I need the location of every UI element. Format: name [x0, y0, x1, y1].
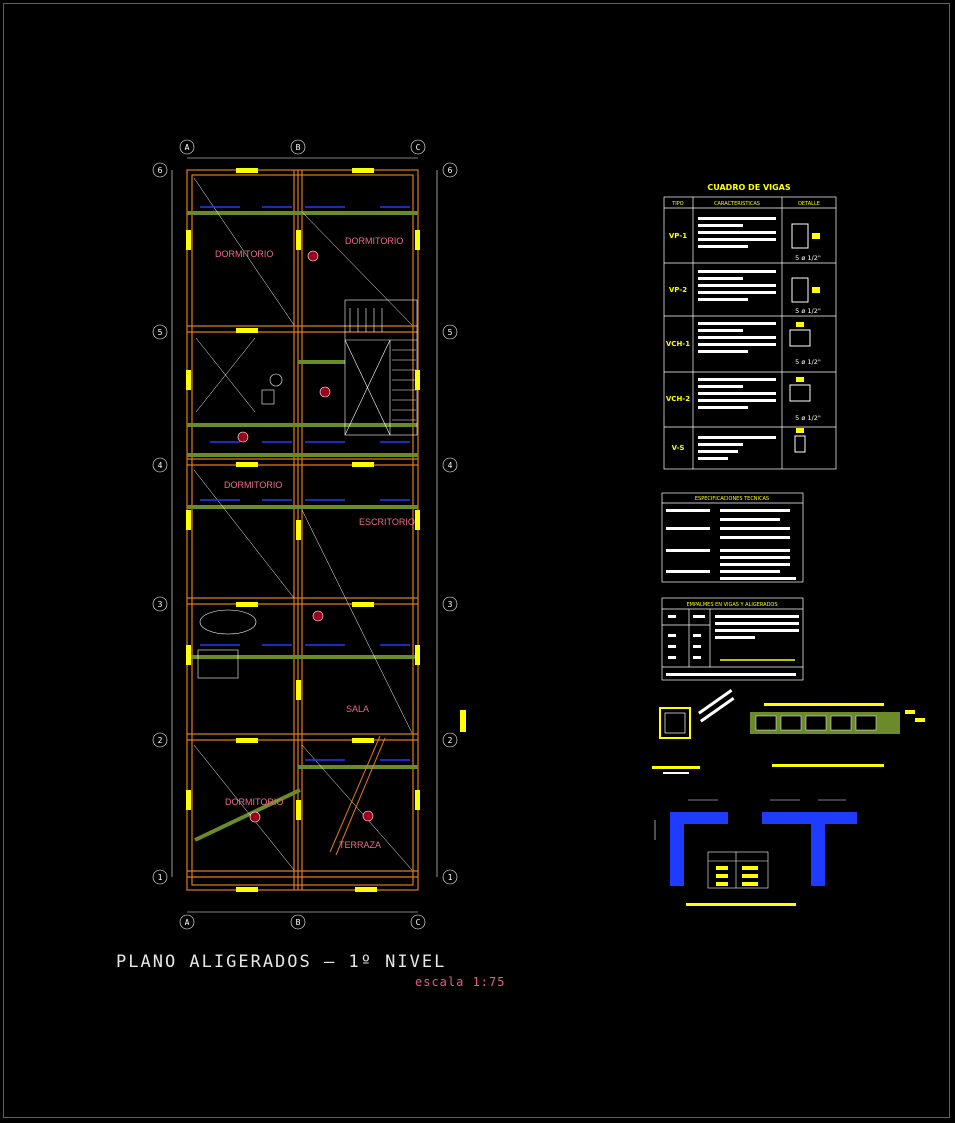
slab-symbols [237, 250, 374, 823]
room-label-dormitorio-2: DORMITORIO [345, 236, 404, 246]
grid-bubble-C-top [410, 139, 426, 155]
beam-schedule-details: 5 ø 1/2" 5 ø 1/2" 5 ø 1/2" 5 ø 1/2" [795, 254, 821, 422]
beam-schedule-tipos: VP-1 VP-2 VCH-1 VCH-2 V-S [666, 232, 690, 452]
grid-label-row6-left: 6 [158, 166, 163, 175]
beam-schedule-text-lines [698, 217, 776, 460]
beam-type: V-S [672, 444, 685, 452]
svg-text:5 ø 1/2": 5 ø 1/2" [795, 414, 821, 422]
anchorage-values [686, 866, 796, 906]
beam-tags [186, 168, 466, 892]
specs-text-lines [666, 509, 796, 580]
room-label-escritorio: ESCRITORIO [359, 517, 415, 527]
specs-table [661, 492, 804, 583]
room-label-dormitorio-4: DORMITORIO [225, 797, 284, 807]
grid-bubble-B-bottom [290, 914, 306, 930]
specs-title: ESPECIFICACIONES TECNICAS [695, 496, 769, 502]
svg-text:5 ø 1/2": 5 ø 1/2" [795, 358, 821, 366]
beam-schedule-table [663, 196, 837, 470]
slab-section-detail [750, 703, 925, 767]
splices-table [661, 597, 804, 681]
svg-text:5 ø 1/2": 5 ø 1/2" [795, 254, 821, 262]
splices-title: EMPALMES EN VIGAS Y ALIGERADOS [686, 602, 777, 608]
grid-label-row6-right: 6 [448, 166, 453, 175]
slab-diagonals [193, 177, 413, 871]
grid-label-row1-left: 1 [158, 873, 163, 882]
grid-label-row1-right: 1 [448, 873, 453, 882]
grid-label-row3-right: 3 [448, 600, 453, 609]
slab-beams [187, 211, 418, 842]
grid-label-row5-right: 5 [448, 328, 453, 337]
svg-text:5 ø 1/2": 5 ø 1/2" [795, 307, 821, 315]
column-detail-text [652, 689, 735, 774]
svg-text:TIPO: TIPO [671, 201, 684, 207]
anchorage-table [707, 851, 769, 889]
grid-label-B-top: B [296, 143, 301, 152]
splices-text-lines [666, 615, 799, 676]
grid-labels: A B C A B C 6 5 4 3 2 1 6 5 4 3 2 1 [158, 143, 453, 927]
beam-section-details [789, 223, 811, 453]
grid-label-row2-right: 2 [448, 736, 453, 745]
grid-label-A-bottom: A [185, 918, 190, 927]
grid-label-row4-left: 4 [158, 461, 163, 470]
terraza-stair [329, 735, 386, 856]
stairs [344, 299, 418, 436]
beam-type: VP-2 [669, 286, 687, 294]
grid-label-C-bottom: C [416, 918, 421, 927]
column-detail [659, 707, 691, 739]
fixtures [197, 373, 283, 679]
rebar-marks [200, 206, 410, 761]
room-label-dormitorio-1: DORMITORIO [215, 249, 274, 259]
grid-label-row5-left: 5 [158, 328, 163, 337]
anchorage-lines [654, 799, 846, 840]
grid-label-C-top: C [416, 143, 421, 152]
grid-label-row2-left: 2 [158, 736, 163, 745]
grid-label-row4-right: 4 [448, 461, 453, 470]
room-label-dormitorio-3: DORMITORIO [224, 480, 283, 490]
beam-type: VCH-1 [666, 340, 690, 348]
beam-schedule-headers: TIPO CARACTERISTICAS DETALLE [671, 201, 820, 207]
drawing-title: PLANO ALIGERADOS — 1º NIVEL [116, 952, 447, 972]
svg-text:DETALLE: DETALLE [798, 201, 820, 207]
grid-label-A-top: A [185, 143, 190, 152]
drawing-scale: escala 1:75 [415, 975, 506, 989]
svg-text:CARACTERISTICAS: CARACTERISTICAS [714, 201, 760, 207]
grid-label-B-bottom: B [296, 918, 301, 927]
beam-type: VP-1 [669, 232, 687, 240]
grid-axes [152, 139, 458, 930]
grid-bubble-A-top [179, 139, 195, 155]
walls [186, 169, 419, 891]
grid-label-row3-left: 3 [158, 600, 163, 609]
grid-bubble-B-top [290, 139, 306, 155]
beam-section-tags [796, 233, 820, 433]
beam-schedule-title: CUADRO DE VIGAS [707, 183, 791, 192]
room-label-terraza: TERRAZA [339, 840, 382, 850]
beam-type: VCH-2 [666, 395, 690, 403]
drawing-frame [3, 3, 950, 1118]
grid-bubble-C-bottom [410, 914, 426, 930]
room-label-sala: SALA [346, 704, 370, 714]
anchorage-detail [670, 812, 857, 886]
grid-bubble-A-bottom [179, 914, 195, 930]
